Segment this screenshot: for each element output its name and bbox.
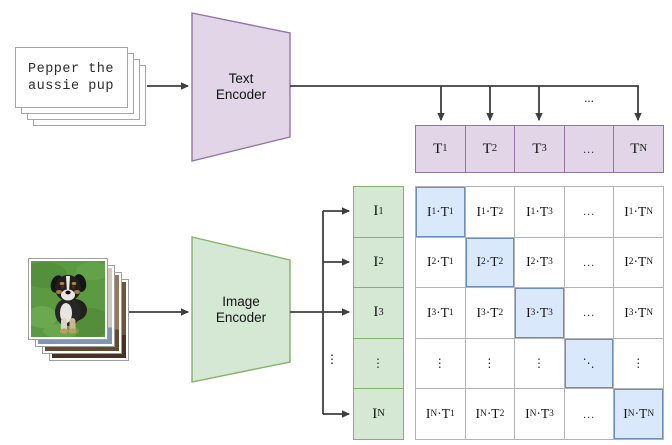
m-cell-1-3: ... — [564, 237, 614, 288]
prompt-line-1: Pepper the — [28, 61, 115, 77]
m-cell-2-3: ... — [564, 288, 614, 338]
m-cell-3-4: ⋮ — [614, 338, 663, 389]
photo-front — [28, 258, 108, 340]
i-cell-3: ⋮ — [354, 338, 403, 389]
m-cell-0-3: ... — [564, 187, 614, 237]
prompt-card: Pepper the aussie pup — [15, 47, 128, 108]
m-cell-4-3: ... — [564, 389, 614, 439]
dog-photo-illustration — [31, 261, 105, 337]
image-encoder-label: Image Encoder — [192, 237, 290, 382]
m-cell-3-1: ⋮ — [465, 338, 515, 389]
t-cell-3: ... — [564, 126, 614, 172]
text-encoder-trapezoid — [191, 12, 291, 162]
m-cell-3-3: ⋱ — [564, 338, 614, 389]
image-encoder-label-line1: Image — [222, 293, 260, 309]
text-encoder-label-line1: Text — [228, 71, 254, 86]
m-cell-3-2: ⋮ — [515, 338, 564, 389]
image-encoder-trapezoid — [191, 236, 291, 383]
branch-ellipsis-label: ⋮ — [326, 352, 338, 366]
prompt-line-2: aussie pup — [28, 78, 115, 94]
top-ellipsis-label: ... — [584, 90, 594, 105]
image-encoder-label-line2: Encoder — [215, 309, 267, 325]
m-cell-3-0: ⋮ — [416, 338, 465, 389]
text-encoder-label-line2: Encoder — [215, 87, 267, 102]
wire-text-output-and-drop-tn — [290, 85, 642, 122]
text-encoder-label: Text Encoder — [192, 13, 290, 161]
